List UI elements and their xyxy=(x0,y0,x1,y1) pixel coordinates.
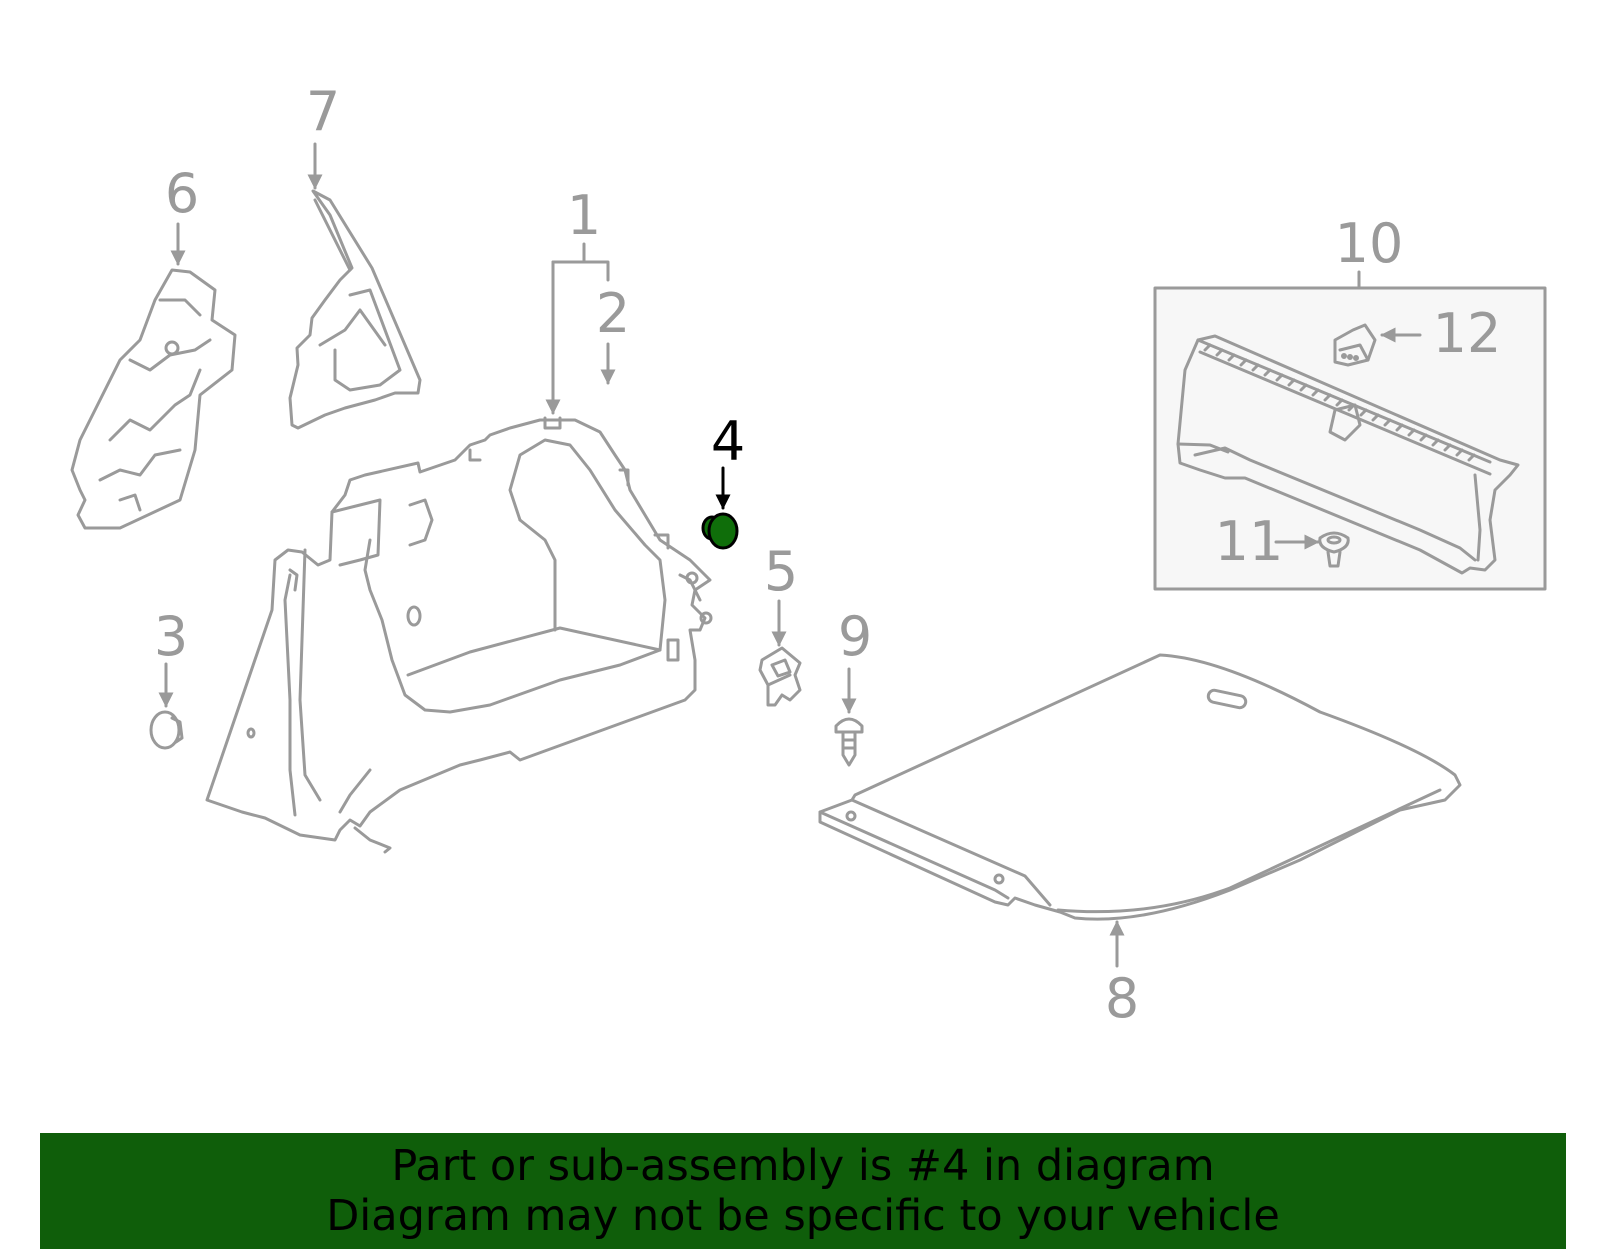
callout-9: 9 xyxy=(838,605,872,714)
part-7-upper-trim[interactable] xyxy=(288,189,422,430)
callout-3: 3 xyxy=(154,605,188,708)
callout-11: 11 xyxy=(1215,510,1320,573)
part-12-clip[interactable] xyxy=(1333,323,1377,367)
callout-11-label: 11 xyxy=(1215,510,1284,573)
callout-3-label: 3 xyxy=(154,605,188,668)
callout-2: 2 xyxy=(596,282,630,385)
callout-5-label: 5 xyxy=(764,540,798,603)
callout-1: 1 xyxy=(545,184,610,415)
callout-12-label: 12 xyxy=(1433,302,1502,365)
part-11-fastener[interactable] xyxy=(1318,531,1350,568)
part-3-plug[interactable] xyxy=(149,710,184,750)
callout-2-label: 2 xyxy=(596,282,630,345)
callout-8: 8 xyxy=(1105,920,1139,1030)
callout-7-label: 7 xyxy=(306,80,340,143)
callout-6-label: 6 xyxy=(165,162,199,225)
callout-5: 5 xyxy=(764,540,798,647)
callout-10: 10 xyxy=(1335,212,1404,290)
callout-7: 7 xyxy=(306,80,340,190)
callout-9-label: 9 xyxy=(838,605,872,668)
callout-4-label: 4 xyxy=(711,410,745,473)
notice-line-part: Part or sub-assembly is #4 in diagram xyxy=(391,1141,1215,1191)
part-5-clip[interactable] xyxy=(758,646,802,707)
part-1-quarter-trim-panel[interactable] xyxy=(205,416,713,854)
callout-10-label: 10 xyxy=(1335,212,1404,275)
part-10-sill-plate[interactable] xyxy=(1176,334,1520,575)
notice-banner: Part or sub-assembly is #4 in diagram Di… xyxy=(40,1133,1566,1249)
callout-1-label: 1 xyxy=(567,184,601,247)
callout-12: 12 xyxy=(1380,302,1502,365)
callout-8-label: 8 xyxy=(1105,967,1139,1030)
part-9-push-rivet[interactable] xyxy=(834,717,864,767)
callout-6: 6 xyxy=(165,162,199,266)
notice-line-disclaimer: Diagram may not be specific to your vehi… xyxy=(326,1191,1280,1241)
part-6-panel-bracket[interactable] xyxy=(70,268,237,530)
callout-4: 4 xyxy=(711,410,745,510)
part-4-plug-highlighted[interactable] xyxy=(701,512,739,550)
part-8-floor-cover[interactable] xyxy=(818,653,1462,921)
